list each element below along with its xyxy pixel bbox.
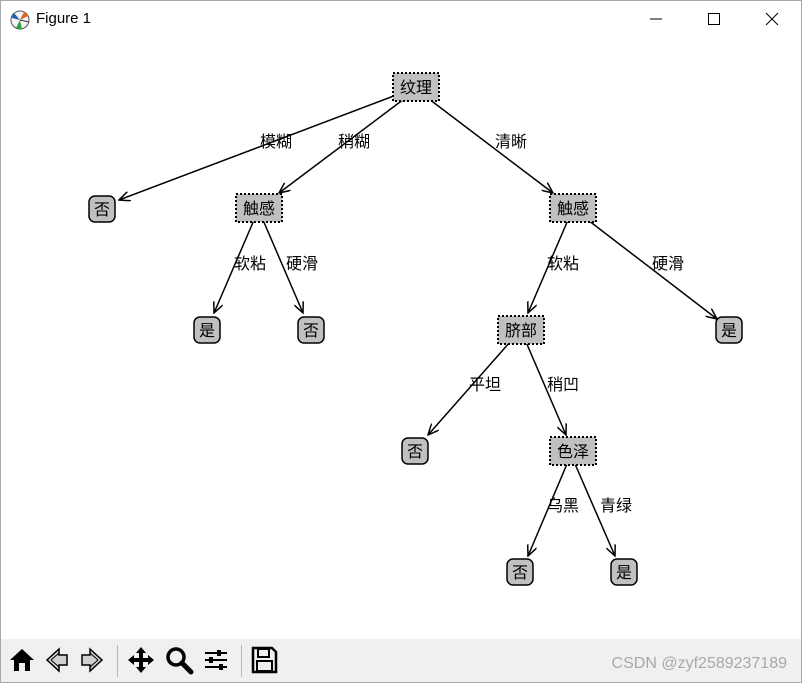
- home-button[interactable]: [6, 644, 38, 676]
- edge-wenli-chugan1: [279, 98, 405, 193]
- decision-nodes: 纹理 触感 触感 脐部 色泽: [235, 72, 597, 466]
- edge-label-yinghua-left: 硬滑: [286, 254, 318, 273]
- title-bar[interactable]: Figure 1: [1, 1, 801, 37]
- edge-label-ruannian-right: 软粘: [547, 254, 579, 273]
- toolbar-separator: [241, 645, 242, 677]
- svg-text:脐部: 脐部: [505, 321, 537, 340]
- minimize-button[interactable]: [627, 1, 685, 37]
- pan-icon: [128, 647, 154, 673]
- leaf-shi-2: 是: [715, 316, 743, 344]
- zoom-icon: [166, 647, 194, 675]
- svg-text:否: 否: [512, 563, 528, 582]
- edge-label-wuhei: 乌黑: [547, 496, 579, 515]
- edge-label-qinglv: 青绿: [600, 496, 632, 515]
- leaf-fou-3: 否: [401, 437, 429, 465]
- edge-label-yinghua-right: 硬滑: [652, 254, 684, 273]
- svg-text:否: 否: [94, 200, 110, 219]
- node-seze: 色泽: [549, 436, 597, 466]
- edge-label-pingtan: 平坦: [469, 375, 501, 394]
- edge-chugan2-qibu: [528, 219, 569, 313]
- svg-text:否: 否: [303, 321, 319, 340]
- save-icon: [251, 646, 278, 674]
- configure-subplots-button[interactable]: [200, 644, 232, 676]
- maximize-button[interactable]: [685, 1, 743, 37]
- svg-text:是: 是: [616, 563, 632, 582]
- svg-text:纹理: 纹理: [400, 78, 432, 97]
- tree-edges: [119, 93, 717, 556]
- edge-qibu-seze: [525, 341, 566, 435]
- zoom-button[interactable]: [163, 644, 195, 676]
- edge-labels: 模糊 稍糊 清晰 软粘 硬滑 软粘 硬滑 平坦 稍凹 乌黑 青绿: [234, 132, 684, 515]
- node-qibu: 脐部: [497, 315, 545, 345]
- matplotlib-icon: [10, 10, 30, 30]
- edge-wenli-chugan2: [428, 98, 553, 193]
- maximize-icon: [708, 13, 720, 25]
- forward-icon: [81, 647, 104, 673]
- svg-text:是: 是: [199, 321, 215, 340]
- decision-tree-diagram: 模糊 稍糊 清晰 软粘 硬滑 软粘 硬滑 平坦 稍凹 乌黑 青绿 纹理: [88, 72, 743, 586]
- plot-canvas[interactable]: 模糊 稍糊 清晰 软粘 硬滑 软粘 硬滑 平坦 稍凹 乌黑 青绿 纹理: [1, 37, 801, 639]
- forward-button[interactable]: [76, 644, 108, 676]
- svg-text:是: 是: [721, 321, 737, 340]
- edge-label-shaohu: 稍糊: [338, 132, 370, 151]
- leaf-fou-2: 否: [297, 316, 325, 344]
- save-button[interactable]: [248, 644, 280, 676]
- edge-label-ruannian-left: 软粘: [234, 254, 266, 273]
- leaf-shi-1: 是: [193, 316, 221, 344]
- edge-chugan1-shi: [214, 219, 255, 313]
- leaf-fou-1: 否: [88, 195, 116, 223]
- node-wenli: 纹理: [392, 72, 440, 102]
- close-icon: [765, 12, 779, 26]
- leaf-fou-4: 否: [506, 558, 534, 586]
- svg-text:色泽: 色泽: [557, 442, 589, 461]
- edge-label-mohu: 模糊: [260, 132, 292, 151]
- home-icon: [10, 649, 34, 671]
- toolbar-separator: [117, 645, 118, 677]
- edge-chugan1-fou: [262, 219, 303, 313]
- edge-label-shaoao: 稍凹: [547, 375, 579, 394]
- edge-qibu-fou: [428, 341, 511, 435]
- back-icon: [45, 647, 68, 673]
- svg-text:否: 否: [407, 442, 423, 461]
- window-title: Figure 1: [36, 10, 92, 27]
- edge-wenli-fou: [119, 93, 400, 200]
- svg-text:触感: 触感: [243, 199, 275, 218]
- configure-subplots-icon: [205, 650, 227, 670]
- minimize-icon: [650, 18, 662, 20]
- pan-button[interactable]: [125, 644, 157, 676]
- back-button[interactable]: [41, 644, 73, 676]
- node-chugan-right: 触感: [549, 193, 597, 223]
- leaf-nodes: 否 是 否 是 否: [88, 195, 743, 586]
- edge-label-qingxi: 清晰: [495, 132, 527, 151]
- csdn-watermark: CSDN @zyf2589237189: [611, 655, 787, 672]
- close-button[interactable]: [743, 1, 801, 37]
- svg-text:触感: 触感: [557, 199, 589, 218]
- node-chugan-left: 触感: [235, 193, 283, 223]
- edge-chugan2-shi: [583, 216, 717, 319]
- edge-seze-shi: [574, 463, 615, 556]
- leaf-shi-3: 是: [610, 558, 638, 586]
- edge-seze-fou: [528, 463, 568, 556]
- navigation-toolbar: CSDN @zyf2589237189: [1, 639, 801, 682]
